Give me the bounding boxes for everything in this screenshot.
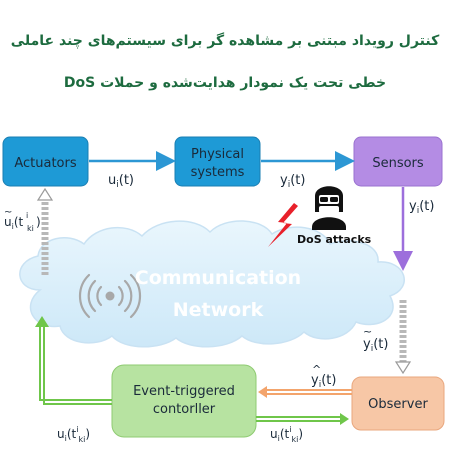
svg-text:yi(t): yi(t) (311, 373, 336, 390)
event-triggered-controller-label-line-2: contorller (153, 402, 216, 417)
signal-label-y-hat-t: yi(t) ^ (311, 363, 336, 390)
arrow-controller-to-observer (256, 413, 349, 425)
dashed-arrow-network-to-observer (394, 300, 412, 375)
svg-text:): ) (36, 215, 41, 229)
actuators-block (2, 136, 89, 187)
signal-label-u-t: ui(t) (108, 173, 134, 190)
svg-text:ui(tiki): ui(tiki) (270, 425, 303, 444)
svg-text:ki: ki (27, 224, 34, 233)
observer-block (351, 376, 445, 431)
svg-text:i: i (26, 211, 28, 220)
dos-attacks-label: DoS attacks (297, 233, 372, 246)
observer-label: Observer (368, 397, 428, 412)
svg-text:yi(t): yi(t) (280, 173, 305, 190)
dashed-arrow-network-to-actuators (36, 187, 54, 275)
signal-label-y-t-right: yi(t) (409, 199, 434, 216)
svg-text:~: ~ (363, 325, 372, 338)
svg-text:ui(t: ui(t (4, 215, 24, 231)
sensors-label: Sensors (372, 156, 424, 171)
actuators-label: Actuators (14, 156, 77, 171)
lightning-bolt-icon (268, 203, 298, 247)
svg-text:yi(t): yi(t) (409, 199, 434, 216)
network-label-line-2: Network (173, 299, 264, 321)
communication-network-cloud (19, 220, 405, 348)
title-line-1: کنترل رویداد مبتنی بر مشاهده گر برای سیس… (10, 33, 440, 49)
svg-text:ui(t): ui(t) (108, 173, 134, 190)
signal-label-u-tki-right: ui(tiki) (270, 425, 303, 444)
arrow-controller-to-network (35, 316, 112, 405)
event-triggered-controller-block (111, 364, 257, 438)
physical-systems-label-line-1: Physical (191, 147, 244, 162)
svg-text:^: ^ (312, 363, 321, 376)
hacker-icon (312, 186, 346, 230)
svg-text:~: ~ (4, 207, 12, 218)
physical-systems-label-line-2: systems (191, 165, 245, 180)
signal-label-y-t-top: yi(t) (280, 173, 305, 190)
event-triggered-controller-label-line-1: Event-triggered (133, 384, 235, 399)
signal-label-y-tilde-t: yi(t) ~ (363, 325, 388, 354)
signal-label-u-tki-left: ui(tiki) (57, 425, 90, 444)
svg-text:yi(t): yi(t) (363, 337, 388, 354)
arrow-observer-to-controller (258, 386, 352, 398)
svg-text:ui(tiki): ui(tiki) (57, 425, 90, 444)
wireless-signal-icon (78, 273, 142, 319)
signal-label-u-tilde-tki: ui(t ~ i ki ) (4, 207, 41, 233)
network-label-line-1: Communication (135, 267, 301, 289)
title-line-2: خطی تحت یک نمودار هدایت‌شده و حملات DoS (63, 75, 387, 91)
